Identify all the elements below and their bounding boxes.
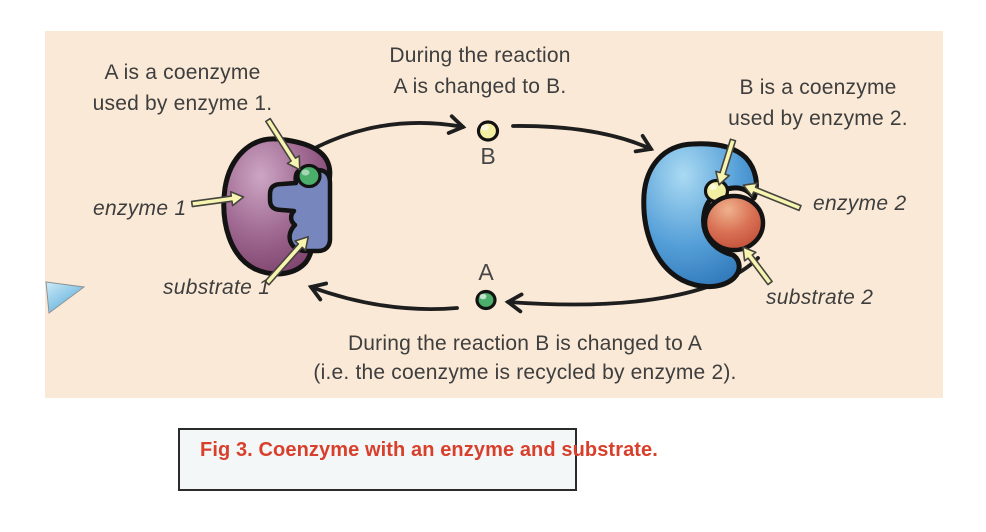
enzyme2-label: enzyme 2 [813,192,907,215]
enzyme1-label: enzyme 1 [93,197,187,220]
substrate2-label: substrate 2 [766,286,874,309]
note-coenzyme-a-line2: used by enzyme 1. [92,92,273,115]
note-coenzyme-a-line1: A is a coenzyme [104,61,261,84]
figure-caption-text: Fig 3. Coenzyme with an enzyme and subst… [200,439,658,461]
enzyme1-pointer-arrow [190,190,245,208]
figure-panel: A is a coenzyme used by enzyme 1. During… [45,31,943,398]
substrate2-shape [702,193,766,253]
note-coenzyme-b-line2: used by enzyme 2. [728,107,908,130]
note-reaction-top: During the reaction A is changed to B. [360,40,600,102]
note-reaction-bottom-line2: (i.e. the coenzyme is recycled by enzyme… [313,361,737,384]
enzyme2-shape [641,141,759,289]
arrow-enzyme2-to-a [504,256,760,314]
note-reaction-top-line1: During the reaction [389,44,571,67]
substrate2-pointer-arrow [742,246,773,286]
arrow-b-to-enzyme2 [511,124,655,154]
note-reaction-bottom-line1: During the reaction B is changed to A [347,332,703,355]
enzyme2-pointer-arrow [742,182,802,212]
coenzyme-b-free-dot-highlight [481,124,489,131]
coenzyme-a-letter: A [478,259,494,285]
coenzyme-b-on-enzyme2-highlight [709,184,717,190]
coenzyme-a-on-enzyme1 [296,163,322,189]
substrate1-label: substrate 1 [163,276,271,299]
coenzyme-b-free-dot [476,120,500,142]
arrow-a-to-substrate1 [307,281,459,311]
arrow-enzyme1-to-b [315,114,467,149]
coenzyme-b-pointer-arrow [715,138,737,186]
coenzyme-a-on-enzyme1-highlight [301,169,310,176]
note-coenzyme-a: A is a coenzyme used by enzyme 1. [70,57,295,119]
coenzyme-b-letter: B [480,143,496,169]
coenzyme-a-pointer-arrow [265,117,301,171]
substrate1-shape [267,167,333,254]
bullet-triangle-icon [45,281,86,314]
coenzyme-a-free-dot-highlight [479,293,487,300]
coenzyme-a-free-dot [475,289,497,311]
coenzyme-cycle-drawing [190,114,802,314]
note-coenzyme-b: B is a coenzyme used by enzyme 2. [703,72,933,134]
note-reaction-top-line2: A is changed to B. [393,75,567,98]
substrate1-pointer-arrow [264,235,310,286]
figure-caption-box: Fig 3. Coenzyme with an enzyme and subst… [178,428,658,491]
note-reaction-bottom: During the reaction B is changed to A (i… [275,329,775,387]
note-coenzyme-b-line1: B is a coenzyme [739,76,897,99]
